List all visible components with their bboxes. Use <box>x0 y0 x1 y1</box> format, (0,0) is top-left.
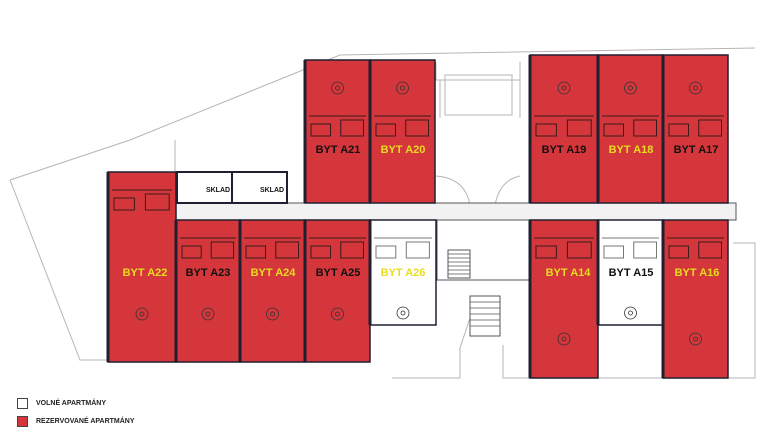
apartment-label-a21: BYT A21 <box>316 144 361 156</box>
interior-walls <box>309 237 366 259</box>
legend-reserved: REZERVOVANÉ APARTMÁNY <box>17 416 135 427</box>
stair-symbol-icon <box>557 81 571 95</box>
stair-symbol-icon <box>624 306 637 320</box>
apartment-a26[interactable]: BYT A26 <box>368 219 437 326</box>
interior-walls <box>602 115 659 137</box>
apartment-label-a19: BYT A19 <box>542 144 587 156</box>
legend-free-swatch <box>17 398 28 409</box>
apartment-a24[interactable]: BYT A24 <box>238 219 306 363</box>
storage-label-2: SKLAD <box>260 187 284 194</box>
stair-symbol-icon <box>331 307 344 321</box>
apartment-body <box>239 219 306 363</box>
interior-walls <box>374 115 431 137</box>
apartment-a18[interactable]: BYT A18 <box>596 54 664 204</box>
stair-symbol-icon <box>689 332 702 346</box>
interior-walls <box>667 115 724 137</box>
apartment-a25[interactable]: BYT A25 <box>303 219 371 363</box>
interior-walls <box>534 237 594 259</box>
legend-free-label: VOLNÉ APARTMÁNY <box>36 400 106 407</box>
apartment-a20[interactable]: BYT A20 <box>368 59 436 204</box>
apartment-label-a14: BYT A14 <box>546 267 592 279</box>
apartment-body <box>304 59 371 204</box>
apartment-a17[interactable]: BYT A17 <box>661 54 729 204</box>
stair-symbol-icon <box>396 81 409 95</box>
apartment-label-a24: BYT A24 <box>251 267 297 279</box>
interior-walls <box>244 237 301 259</box>
apartment-body <box>662 54 729 204</box>
apartment-label-a23: BYT A23 <box>186 267 231 279</box>
apartment-body <box>107 171 177 363</box>
apartment-a14[interactable]: BYT A14 <box>528 219 599 379</box>
stair-symbol-icon <box>624 81 637 95</box>
stair-symbol-icon <box>331 81 344 95</box>
stair-symbol-icon <box>266 307 279 321</box>
apartment-body <box>369 59 436 204</box>
site-outline <box>9 47 756 379</box>
apartment-label-a25: BYT A25 <box>316 267 361 279</box>
stair-symbol-icon <box>135 307 149 321</box>
stair-symbol-icon <box>201 307 215 321</box>
interior-walls <box>112 189 172 211</box>
apartment-label-a20: BYT A20 <box>381 144 426 156</box>
stair-symbol-icon <box>396 306 410 320</box>
apartment-body <box>529 54 599 204</box>
legend-free: VOLNÉ APARTMÁNY <box>17 398 106 409</box>
legend-reserved-label: REZERVOVANÉ APARTMÁNY <box>36 418 135 425</box>
interior-walls <box>602 237 659 259</box>
apartment-a19[interactable]: BYT A19 <box>528 54 599 204</box>
storage-rooms: SKLAD SKLAD <box>176 171 288 204</box>
apartment-a21[interactable]: BYT A21 <box>303 59 371 204</box>
legend-reserved-swatch <box>17 416 28 427</box>
apartment-label-a18: BYT A18 <box>609 144 654 156</box>
apartment-body <box>304 219 371 363</box>
apartment-label-a26: BYT A26 <box>381 267 426 279</box>
apartment-a22[interactable]: BYT A22 <box>106 171 177 363</box>
storage-label-1: SKLAD <box>206 187 230 194</box>
stair-symbol-icon <box>557 332 571 346</box>
apartment-label-a22: BYT A22 <box>123 267 168 279</box>
interior-walls <box>534 115 594 137</box>
interior-walls <box>374 237 432 259</box>
stair-symbol-icon <box>689 81 702 95</box>
interior-walls <box>309 115 366 137</box>
interior-walls <box>180 237 236 259</box>
apartment-body <box>597 54 664 204</box>
apartment-body <box>175 219 241 363</box>
apartment-body <box>662 219 729 379</box>
apartment-a16[interactable]: BYT A16 <box>661 219 729 379</box>
apartment-body <box>529 219 599 379</box>
apartment-label-a15: BYT A15 <box>609 267 654 279</box>
apartment-a23[interactable]: BYT A23 <box>174 219 241 363</box>
interior-walls <box>667 237 724 259</box>
apartment-a15[interactable]: BYT A15 <box>596 219 664 326</box>
apartment-label-a16: BYT A16 <box>675 267 720 279</box>
apartment-label-a17: BYT A17 <box>674 144 719 156</box>
